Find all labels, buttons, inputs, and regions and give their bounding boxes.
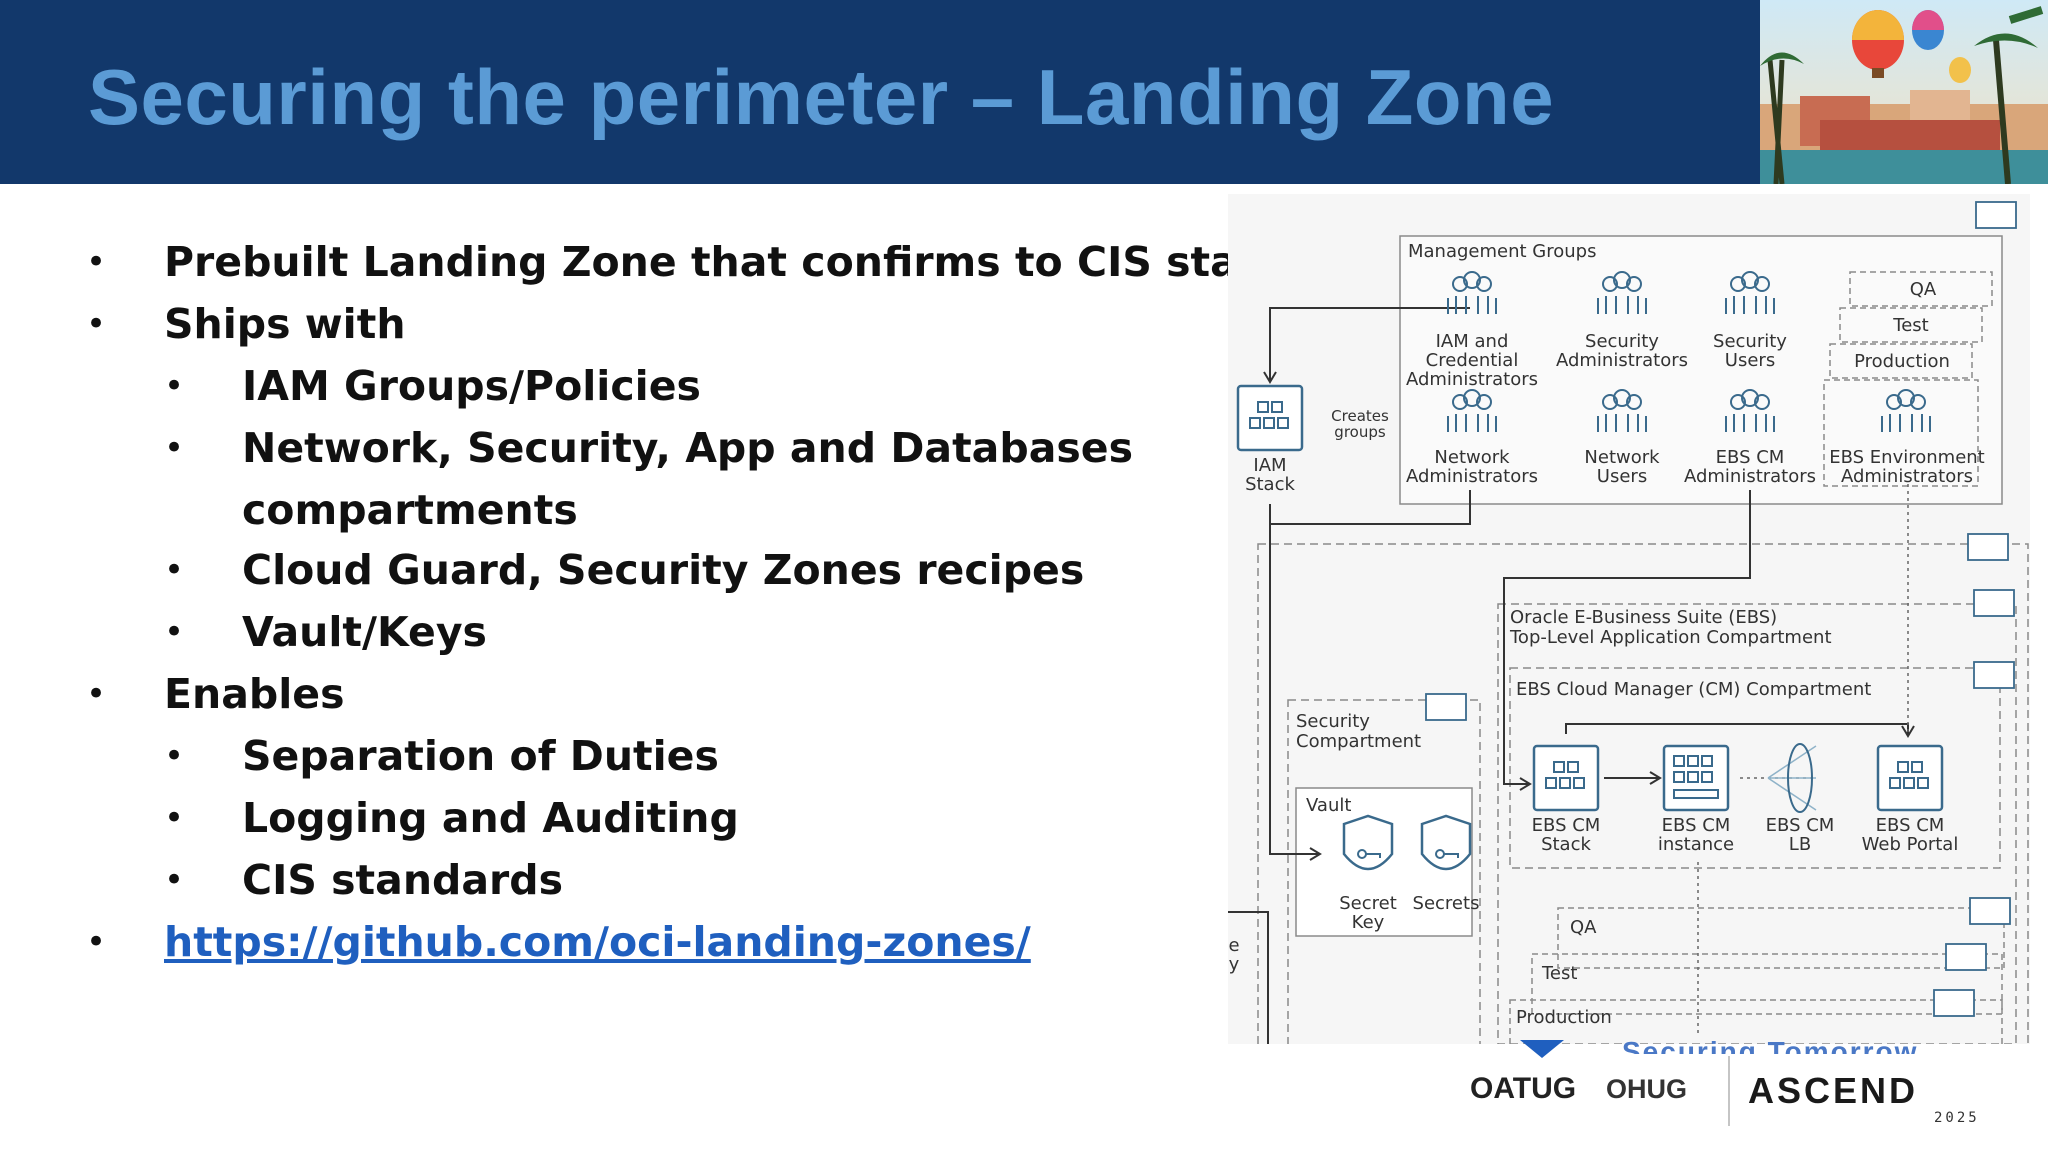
ascend-year: 2025: [1934, 1110, 1980, 1126]
ebs-cm-instance-label: EBS CM instance: [1657, 815, 1735, 855]
github-link[interactable]: https://github.com/oci-landing-zones/: [164, 918, 1031, 966]
bullet-marker: •: [86, 242, 107, 282]
group-security-users: Security Users: [1713, 331, 1787, 371]
slide-title: Securing the perimeter – Landing Zone: [88, 53, 1555, 141]
bullet-marker: •: [86, 922, 107, 962]
balloon-illustration: [1760, 0, 2048, 184]
sub-bullet-item: Vault/Keys: [242, 608, 487, 656]
ebs-cm-web-portal-label: EBS CM Web Portal: [1861, 815, 1959, 855]
chevron-down-icon: [1520, 1040, 1564, 1058]
env-tab-production: Production: [1854, 351, 1950, 372]
sub-bullet-item: Cloud Guard, Security Zones recipes: [242, 546, 1085, 594]
group-iam-credential-admins: IAM and Credential Administrators: [1405, 331, 1539, 390]
ebs-top-level-label: Oracle E-Business Suite (EBS) Top-Level …: [1510, 607, 1832, 648]
bullet-marker: •: [86, 304, 107, 344]
sponsor-logos: Securing Tomorrow OATUG OHUG ASCEND 2025: [1460, 1036, 2020, 1130]
sub-bullet-item: IAM Groups/Policies: [242, 362, 701, 410]
sub-bullet-item: CIS standards: [242, 856, 563, 904]
watermark-text: Securing Tomorrow: [1622, 1036, 1919, 1054]
landing-zone-diagram: Management Groups IAM and Credential Adm…: [1228, 194, 2030, 1044]
bullet-marker: •: [86, 674, 107, 714]
sub-bullet-item: Logging and Auditing: [242, 794, 739, 842]
management-groups-label: Management Groups: [1408, 241, 1597, 262]
sub-bullet-item: Separation of Duties: [242, 732, 719, 780]
env-tab-qa: QA: [1909, 279, 1937, 300]
sub-bullet-marker: •: [164, 612, 185, 652]
creates-groups-label: Creates groups: [1331, 407, 1389, 441]
secret-key-label: Secret Key: [1339, 893, 1397, 933]
bullet-item: Prebuilt Landing Zone that confirms to C…: [164, 238, 1230, 286]
bottom-env-qa: QA: [1570, 917, 1597, 938]
ohug-logo: OHUG: [1606, 1074, 1687, 1104]
ebs-cm-stack-label: EBS CM Stack: [1531, 815, 1601, 855]
group-security-admins: Security Administrators: [1555, 331, 1689, 371]
left-edge-fragment: e y: [1228, 935, 1240, 975]
bottom-env-test: Test: [1542, 963, 1578, 984]
oatug-logo: OATUG: [1470, 1072, 1577, 1105]
sub-bullet-item: Network, Security, App and Databases: [242, 424, 1133, 472]
title-banner: Securing the perimeter – Landing Zone: [0, 0, 1760, 184]
ebs-cm-compartment-label: EBS Cloud Manager (CM) Compartment: [1516, 679, 1872, 700]
secrets-label: Secrets: [1412, 893, 1480, 914]
bottom-env-production: Production: [1516, 1007, 1612, 1028]
logo-divider: [1728, 1056, 1730, 1126]
sub-bullet-marker: •: [164, 736, 185, 776]
group-ebs-cm-admins: EBS CM Administrators: [1683, 447, 1817, 487]
sub-bullet-marker: •: [164, 798, 185, 838]
sub-bullet-item-continued: compartments: [242, 486, 578, 534]
bullet-item: Ships with: [164, 300, 406, 348]
group-network-admins: Network Administrators: [1405, 447, 1539, 487]
diagram-lines: [1228, 201, 2029, 1044]
sub-bullet-marker: •: [164, 860, 185, 900]
ascend-logo: ASCEND: [1748, 1070, 1919, 1111]
sub-bullet-marker: •: [164, 428, 185, 468]
group-ebs-env-admins: EBS Environment Administrators: [1829, 447, 1985, 487]
bullet-list: • Prebuilt Landing Zone that confirms to…: [86, 238, 1230, 966]
env-tab-test: Test: [1893, 315, 1929, 336]
vault-label: Vault: [1306, 795, 1352, 816]
ebs-cm-lb-label: EBS CM LB: [1765, 815, 1835, 855]
iam-stack-label: IAM Stack: [1245, 455, 1295, 495]
security-compartment-label: Security Compartment: [1296, 711, 1422, 752]
sub-bullet-marker: •: [164, 550, 185, 590]
sub-bullet-marker: •: [164, 366, 185, 406]
bullet-item: Enables: [164, 670, 345, 718]
group-network-users: Network Users: [1584, 447, 1660, 487]
